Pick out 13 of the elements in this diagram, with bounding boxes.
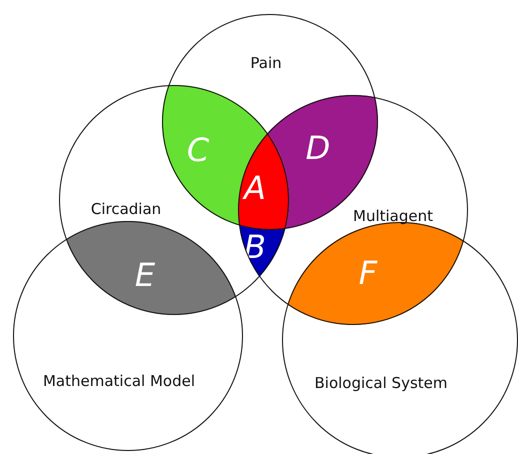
circle-label: Mathematical Model (43, 372, 195, 390)
region-letter: A (244, 172, 266, 204)
venn-circle (13, 221, 243, 451)
circle-label: Multiagent (353, 207, 433, 225)
circle-label: Circadian (90, 200, 162, 218)
region-letter: D (306, 132, 330, 164)
venn-circle (238, 95, 468, 325)
venn-circle (59, 85, 289, 315)
region-letter: C (186, 134, 210, 166)
circle-label: Pain (250, 54, 282, 72)
region-letter: F (358, 257, 378, 289)
circle-label: Biological System (314, 374, 448, 392)
region-letter: E (134, 259, 156, 291)
